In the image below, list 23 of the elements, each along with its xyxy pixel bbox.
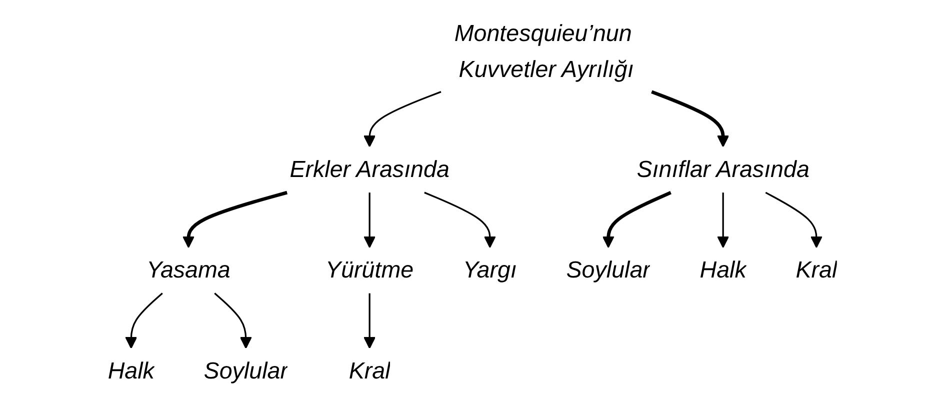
arrow — [651, 90, 730, 148]
node-text: Montesquieu’nun Kuvvetler Ayrılığı — [454, 20, 634, 82]
node-text: Yasama — [146, 256, 230, 284]
arrow — [214, 292, 252, 349]
arrow — [364, 91, 442, 148]
arrow — [182, 190, 288, 248]
node-text: Yürütme — [326, 256, 414, 284]
arrow — [364, 293, 376, 349]
arrow — [125, 292, 163, 349]
node-text: Erkler Arasında — [290, 156, 450, 182]
node-text: Yargı — [462, 256, 517, 284]
arrow — [717, 192, 730, 248]
arrow — [364, 192, 376, 248]
arrow — [602, 191, 672, 248]
node-text: Sınıflar Arasında — [636, 156, 810, 182]
node-text: Halk — [700, 256, 746, 284]
node-text: Kral — [348, 358, 390, 384]
node-text: Soylular — [566, 256, 650, 284]
arrow — [765, 192, 822, 248]
arrow — [424, 192, 496, 248]
node-text: Halk — [108, 358, 154, 384]
node-text: Soylular — [204, 358, 288, 384]
node-text: Kral — [796, 256, 838, 284]
